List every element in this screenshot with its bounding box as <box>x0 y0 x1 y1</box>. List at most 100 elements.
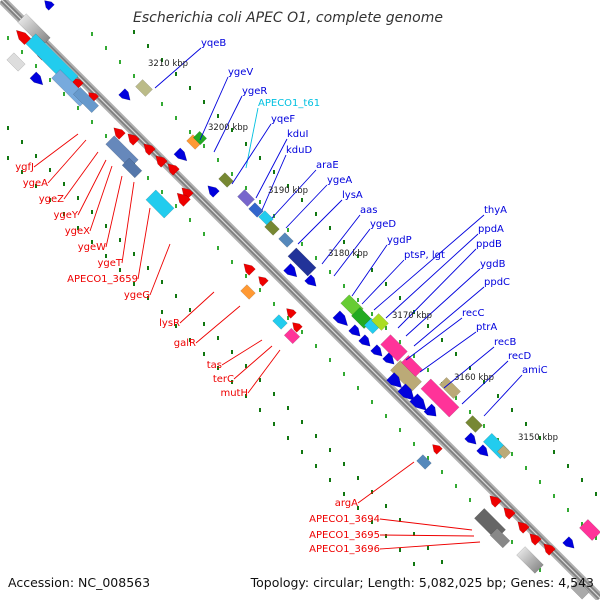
scale-dot <box>315 464 317 468</box>
scale-dot <box>105 254 107 258</box>
scale-dot <box>553 450 555 454</box>
scale-dot <box>287 436 289 440</box>
scale-dot <box>399 518 401 522</box>
scale-dot <box>385 504 387 508</box>
scale-dot <box>189 338 191 342</box>
scale-dot <box>357 476 359 480</box>
kbp-tick-label: 3170 kbp <box>392 311 432 321</box>
gene-label-recd: recD <box>508 351 532 362</box>
scale-dot <box>455 352 457 356</box>
gene-block <box>371 313 389 331</box>
scale-dot <box>539 568 541 572</box>
scale-dot <box>175 204 177 208</box>
forward-gene-arrow <box>207 185 220 198</box>
scale-dot <box>427 324 429 328</box>
scale-dot <box>273 302 275 306</box>
leader-line <box>63 151 99 200</box>
reverse-gene-arrow <box>489 495 502 508</box>
scale-dot <box>63 212 65 216</box>
gene-block <box>439 377 461 399</box>
scale-dot <box>567 508 569 512</box>
scale-dot <box>105 224 107 228</box>
scale-dot <box>385 326 387 330</box>
gene-label-ygew: ygeW <box>78 242 106 253</box>
scale-dot <box>119 60 121 64</box>
scale-dot <box>133 74 135 78</box>
scale-dot <box>133 252 135 256</box>
leader-line <box>33 133 79 168</box>
gene-features <box>6 0 600 600</box>
forward-gene-arrow <box>348 324 361 337</box>
gene-block <box>6 52 26 72</box>
gene-label-ygez: ygeZ <box>39 194 64 205</box>
leader-line <box>221 339 263 366</box>
map-title: Escherichia coli APEC O1, complete genom… <box>133 10 443 26</box>
forward-gene-arrow <box>386 372 403 389</box>
scale-dot <box>175 294 177 298</box>
scale-dot <box>203 352 205 356</box>
gene-block <box>272 314 288 330</box>
reverse-gene-arrow <box>127 133 140 146</box>
gene-label-ygdb: ygdB <box>480 259 506 270</box>
gene-label-ppda: ppdA <box>478 224 504 235</box>
scale-dot <box>581 478 583 482</box>
leader-line <box>137 207 151 280</box>
scale-dot <box>469 498 471 502</box>
scale-dot <box>259 408 261 412</box>
scale-dot <box>63 92 65 96</box>
gene-label-arga: argA <box>335 498 358 509</box>
gene-block <box>579 519 600 541</box>
leader-line <box>233 345 273 380</box>
scale-dot <box>133 30 135 34</box>
leader-line <box>149 243 171 296</box>
gene-label-ppdb: ppdB <box>476 239 502 250</box>
scale-dot <box>49 78 51 82</box>
scale-dot <box>427 456 429 460</box>
leader-line <box>321 214 361 265</box>
forward-gene-arrow <box>29 71 44 86</box>
gene-label-ygea: ygeA <box>327 175 352 186</box>
gene-label-recb: recB <box>494 337 517 348</box>
forward-gene-arrow <box>476 444 489 457</box>
leader-line <box>351 244 388 297</box>
gene-block <box>283 327 301 345</box>
scale-dot <box>245 394 247 398</box>
scale-dot <box>525 422 527 426</box>
forward-gene-arrow <box>358 334 371 347</box>
scale-dot <box>371 490 373 494</box>
scale-dot <box>287 316 289 320</box>
scale-dot <box>231 350 233 354</box>
scale-dot <box>77 196 79 200</box>
label-leader-lines <box>33 47 523 550</box>
scale-dot <box>315 434 317 438</box>
reverse-gene-arrow <box>243 263 256 276</box>
scale-dot <box>77 226 79 230</box>
forward-gene-arrow <box>423 403 437 417</box>
leader-line <box>121 181 135 264</box>
leader-line <box>483 374 523 417</box>
scale-dot <box>7 36 9 40</box>
scale-dot <box>259 378 261 382</box>
gene-label-yqef: yqeF <box>271 114 295 125</box>
scale-dot <box>315 256 317 260</box>
scale-dot <box>245 364 247 368</box>
scale-dot <box>189 308 191 312</box>
gene-block <box>192 130 208 146</box>
scale-dot <box>119 268 121 272</box>
gene-label-arae: araE <box>316 160 339 171</box>
topology-summary: Topology: circular; Length: 5,082,025 bp… <box>250 575 594 590</box>
gene-block <box>121 157 143 179</box>
scale-dot <box>49 168 51 172</box>
gene-label-ptsp-lgt: ptsP, lgt <box>404 250 445 261</box>
gene-block <box>570 580 590 600</box>
scale-dot <box>231 128 233 132</box>
forward-gene-arrow <box>304 274 317 287</box>
scale-dot <box>7 156 9 160</box>
scale-dot <box>413 532 415 536</box>
scale-dot <box>469 366 471 370</box>
scale-dot <box>553 494 555 498</box>
scale-dot <box>259 156 261 160</box>
gene-labels: yqeBygeVygeRAPECO1_t61yqeFkduIkduDaraEyg… <box>15 38 547 555</box>
forward-gene-arrow <box>283 263 298 278</box>
scale-dot <box>161 280 163 284</box>
